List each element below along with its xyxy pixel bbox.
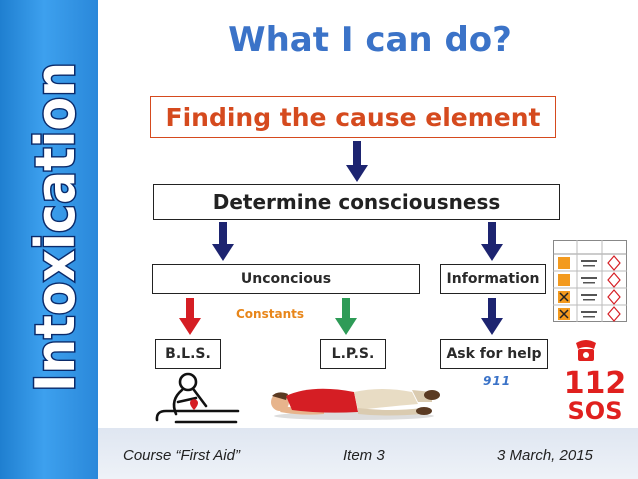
emergency-112-logo: 112 SOS <box>564 340 627 423</box>
arrow-down-icon <box>481 298 503 335</box>
recovery-position-image <box>271 388 440 420</box>
unconscious-box: Unconcious <box>152 264 420 294</box>
lps-box: L.P.S. <box>320 339 386 369</box>
arrow-down-icon <box>346 141 368 182</box>
arrow-down-green-icon <box>335 298 357 335</box>
sidebar-title: Intoxication <box>24 62 87 392</box>
sidebar-banner: Intoxication <box>0 0 98 479</box>
footer-date: 3 March, 2015 <box>497 447 593 464</box>
hazard-symbols-table <box>553 240 627 322</box>
cpr-icon <box>155 372 240 424</box>
information-box: Information <box>440 264 546 294</box>
arrow-down-icon <box>481 222 503 261</box>
constants-label: Constants <box>236 307 304 321</box>
emergency-number: 911 <box>483 374 512 388</box>
consciousness-box: Determine consciousness <box>153 184 560 220</box>
footer-course: Course “First Aid” <box>123 447 240 464</box>
arrow-down-icon <box>212 222 234 261</box>
bls-box: B.L.S. <box>155 339 221 369</box>
footer-item: Item 3 <box>343 447 385 464</box>
logo-112: 112 <box>564 366 627 401</box>
page-title: What I can do? <box>228 20 512 60</box>
cause-box: Finding the cause element <box>150 96 556 138</box>
ask-help-box: Ask for help <box>440 339 548 369</box>
logo-sos: SOS <box>568 397 623 423</box>
arrow-down-red-icon <box>179 298 201 335</box>
footer-bar: Course “First Aid” Item 3 3 March, 2015 <box>98 428 638 479</box>
